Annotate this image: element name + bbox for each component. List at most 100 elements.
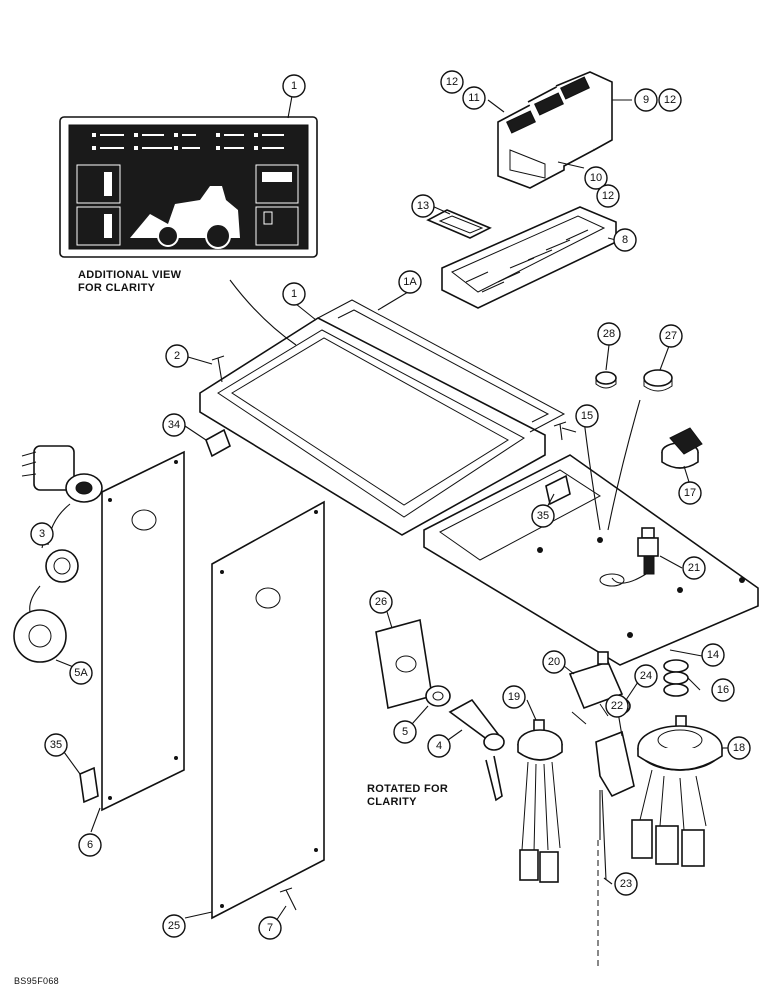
callout-26: 26 bbox=[369, 590, 393, 614]
svg-text:6: 6 bbox=[87, 839, 93, 851]
note-additional-view-line1: ADDITIONAL VIEW bbox=[78, 269, 182, 281]
svg-text:4: 4 bbox=[436, 740, 442, 752]
svg-text:34: 34 bbox=[168, 419, 180, 431]
callout-8: 8 bbox=[613, 228, 637, 252]
callout-10: 10 bbox=[584, 166, 608, 190]
callout-12-left: 12 bbox=[440, 70, 464, 94]
selector-switch bbox=[631, 715, 723, 867]
svg-text:35: 35 bbox=[537, 510, 549, 522]
svg-text:9: 9 bbox=[643, 94, 649, 106]
note-additional-view-line2: FOR CLARITY bbox=[78, 282, 156, 294]
svg-text:25: 25 bbox=[168, 920, 180, 932]
svg-text:14: 14 bbox=[707, 649, 719, 661]
svg-text:16: 16 bbox=[717, 684, 729, 696]
side-panel bbox=[101, 450, 185, 812]
frame-1a bbox=[317, 299, 566, 433]
washer-5a bbox=[13, 609, 67, 663]
note-additional-view: ADDITIONAL VIEW FOR CLARITY bbox=[78, 269, 181, 295]
callout-12-bottom: 12 bbox=[596, 184, 620, 208]
rocker-switch-assembly bbox=[497, 71, 613, 189]
svg-text:28: 28 bbox=[603, 328, 615, 340]
callout-35-left: 35 bbox=[44, 733, 68, 757]
callout-1a: 1A bbox=[398, 270, 422, 294]
svg-text:1A: 1A bbox=[403, 276, 417, 288]
svg-text:1: 1 bbox=[291, 288, 297, 300]
callout-12-right: 12 bbox=[658, 88, 682, 112]
callout-13: 13 bbox=[411, 194, 435, 218]
svg-text:22: 22 bbox=[611, 700, 623, 712]
callout-1-top: 1 bbox=[282, 74, 306, 98]
svg-text:17: 17 bbox=[684, 487, 696, 499]
svg-text:24: 24 bbox=[640, 670, 652, 682]
switch-bezel bbox=[441, 206, 617, 309]
callout-1-frame: 1 bbox=[282, 282, 306, 306]
note-rotated-line2: CLARITY bbox=[367, 796, 417, 808]
svg-text:5: 5 bbox=[402, 726, 408, 738]
callout-5a: 5A bbox=[69, 661, 93, 685]
washer-16a bbox=[663, 659, 689, 673]
callout-3: 3 bbox=[30, 522, 54, 546]
callout-18: 18 bbox=[727, 736, 751, 760]
callout-11: 11 bbox=[462, 86, 486, 110]
callout-24: 24 bbox=[634, 664, 658, 688]
svg-text:10: 10 bbox=[590, 172, 602, 184]
clip-34 bbox=[205, 428, 231, 458]
nut-5 bbox=[425, 685, 451, 707]
rotary-switch bbox=[517, 719, 563, 883]
svg-text:27: 27 bbox=[665, 330, 677, 342]
callout-9: 9 bbox=[634, 88, 658, 112]
callout-4: 4 bbox=[427, 734, 451, 758]
ignition-switch bbox=[21, 445, 103, 503]
svg-text:15: 15 bbox=[581, 410, 593, 422]
screw-2 bbox=[211, 355, 225, 383]
callout-6: 6 bbox=[78, 833, 102, 857]
svg-text:19: 19 bbox=[508, 691, 520, 703]
callout-5: 5 bbox=[393, 720, 417, 744]
svg-text:12: 12 bbox=[446, 76, 458, 88]
pushbutton-switch bbox=[611, 527, 659, 584]
callout-15: 15 bbox=[575, 404, 599, 428]
lens-cover bbox=[426, 209, 492, 239]
instrument-panel-view bbox=[59, 116, 318, 258]
clip-35-left bbox=[79, 766, 99, 804]
svg-text:1: 1 bbox=[291, 80, 297, 92]
svg-text:20: 20 bbox=[548, 656, 560, 668]
callout-20: 20 bbox=[542, 650, 566, 674]
svg-text:35: 35 bbox=[50, 739, 62, 751]
callout-28: 28 bbox=[597, 322, 621, 346]
svg-text:3: 3 bbox=[39, 528, 45, 540]
key-icon bbox=[448, 698, 505, 802]
plug-small bbox=[595, 371, 617, 385]
callout-27: 27 bbox=[659, 324, 683, 348]
svg-text:2: 2 bbox=[174, 350, 180, 362]
svg-text:7: 7 bbox=[267, 922, 273, 934]
cable-bracket bbox=[595, 730, 635, 968]
screw-7 bbox=[279, 887, 297, 911]
svg-text:13: 13 bbox=[417, 200, 429, 212]
figure-code: BS95F068 bbox=[14, 976, 59, 986]
note-rotated-line1: ROTATED FOR bbox=[367, 783, 449, 795]
plug-large bbox=[643, 369, 673, 387]
callout-22: 22 bbox=[605, 694, 629, 718]
callout-25: 25 bbox=[162, 914, 186, 938]
screw-15 bbox=[553, 421, 567, 441]
side-panel-large bbox=[211, 500, 325, 920]
svg-text:26: 26 bbox=[375, 596, 387, 608]
callout-7: 7 bbox=[258, 916, 282, 940]
control-knob bbox=[661, 427, 703, 469]
callout-19: 19 bbox=[502, 685, 526, 709]
callout-17: 17 bbox=[678, 481, 702, 505]
svg-text:12: 12 bbox=[602, 190, 614, 202]
svg-text:23: 23 bbox=[620, 878, 632, 890]
svg-text:12: 12 bbox=[664, 94, 676, 106]
svg-text:21: 21 bbox=[688, 562, 700, 574]
svg-text:8: 8 bbox=[622, 234, 628, 246]
cover-plate bbox=[375, 618, 433, 710]
callout-34: 34 bbox=[162, 413, 186, 437]
loader-silhouette-icon bbox=[130, 186, 240, 249]
callout-2: 2 bbox=[165, 344, 189, 368]
lower-console-plate bbox=[423, 454, 759, 666]
callout-21: 21 bbox=[682, 556, 706, 580]
svg-text:5A: 5A bbox=[74, 667, 88, 679]
